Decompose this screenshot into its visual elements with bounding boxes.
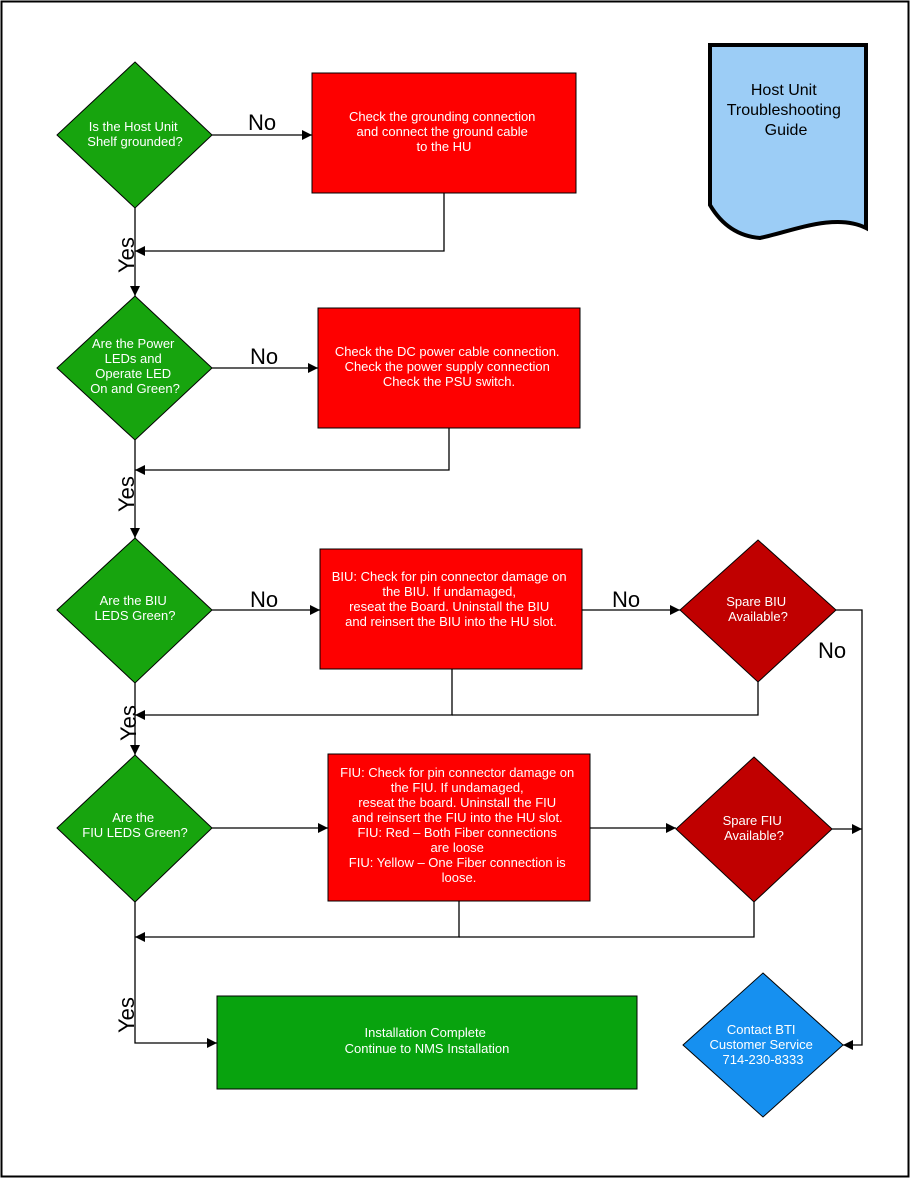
installation-complete-text: Installation Complete Continue to NMS In… xyxy=(345,1025,510,1056)
label-yes-fiu: Yes xyxy=(114,997,139,1033)
decision-spare-biu-text: Spare BIU Available? xyxy=(726,594,790,624)
guide-document: Host Unit Troubleshooting Guide xyxy=(708,43,868,241)
action-biu: BIU: Check for pin connector damage on t… xyxy=(319,548,583,670)
decision-power-text: Are the Power LEDs and Operate LED On an… xyxy=(90,336,180,396)
action-fiu-text: FIU: Check for pin connector damage on t… xyxy=(340,765,578,885)
decision-biu: Are the BIU LEDS Green? xyxy=(56,537,213,684)
decision-spare-fiu: Spare FIU Available? xyxy=(675,756,833,903)
label-yes-power: Yes xyxy=(114,476,139,512)
edge-spare-fiu-return xyxy=(459,902,755,938)
installation-complete: Installation Complete Continue to NMS In… xyxy=(216,995,638,1090)
edge-fiu-yes xyxy=(134,902,217,1048)
label-no-grounded: No xyxy=(248,110,276,135)
action-power-text: Check the DC power cable connection. Che… xyxy=(335,344,563,389)
contact-bti-text: Contact BTI Customer Service 714-230-833… xyxy=(710,1022,817,1067)
decision-biu-text: Are the BIU LEDS Green? xyxy=(95,593,176,623)
action-grounding-text: Check the grounding connection and conne… xyxy=(349,109,539,154)
decision-spare-biu: Spare BIU Available? xyxy=(679,539,837,683)
decision-power: Are the Power LEDs and Operate LED On an… xyxy=(56,295,213,441)
decision-spare-fiu-text: Spare FIU Available? xyxy=(723,813,786,843)
label-no-spare-biu: No xyxy=(818,638,846,663)
edge-spare-biu-no xyxy=(836,609,863,1050)
document-title: Host Unit Troubleshooting Guide xyxy=(727,82,846,139)
document-shape xyxy=(708,43,868,241)
contact-bti: Contact BTI Customer Service 714-230-833… xyxy=(682,972,844,1118)
label-yes-grounded: Yes xyxy=(114,237,139,273)
label-no-power: No xyxy=(250,344,278,369)
decision-grounded: Is the Host Unit Shelf grounded? xyxy=(56,61,213,209)
action-fiu: FIU: Check for pin connector damage on t… xyxy=(327,753,591,902)
decision-fiu: Are the FIU LEDS Green? xyxy=(56,754,213,903)
connectors xyxy=(130,130,863,1050)
label-yes-biu: Yes xyxy=(116,705,141,741)
edge-grounding-return xyxy=(135,193,445,256)
label-no-biu-action: No xyxy=(612,587,640,612)
label-no-biu: No xyxy=(250,587,278,612)
action-grounding: Check the grounding connection and conne… xyxy=(311,72,577,194)
action-power: Check the DC power cable connection. Che… xyxy=(317,307,581,429)
edge-spare-biu-return xyxy=(452,682,759,716)
action-biu-text: BIU: Check for pin connector damage on t… xyxy=(332,569,570,629)
decision-grounded-text: Is the Host Unit Shelf grounded? xyxy=(87,119,182,149)
edge-power-return xyxy=(135,428,450,475)
decision-fiu-text: Are the FIU LEDS Green? xyxy=(82,810,188,840)
